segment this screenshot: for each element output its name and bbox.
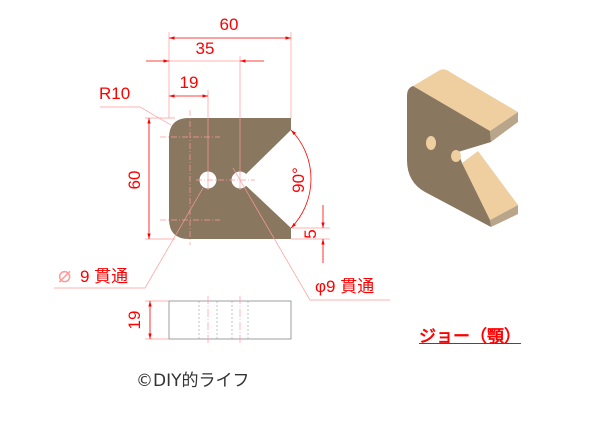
hole2-leader bbox=[232, 167, 390, 301]
r10-leader bbox=[100, 106, 172, 126]
dim-height-label: 60 bbox=[125, 171, 144, 190]
diameter-symbol: ⌀ bbox=[58, 263, 71, 288]
hole1-note: 9 貫通 bbox=[80, 267, 128, 286]
copyright-credit: ©DIY的ライフ bbox=[136, 371, 250, 391]
dim-60-label: 60 bbox=[220, 15, 239, 34]
center-lines bbox=[160, 110, 255, 245]
hole1-leader bbox=[54, 187, 204, 289]
dim-arc-90 bbox=[290, 129, 312, 229]
dim-35-label: 35 bbox=[196, 39, 215, 58]
side-view bbox=[168, 300, 292, 340]
front-view-plate bbox=[169, 118, 291, 239]
dim-thickness-label: 19 bbox=[125, 311, 144, 330]
r10-label: R10 bbox=[99, 84, 130, 103]
dim-angle-label: 90° bbox=[289, 167, 308, 193]
part-title: ジョー（顎） bbox=[419, 327, 521, 347]
dim-19-label: 19 bbox=[180, 73, 199, 92]
dim-5-label: 5 bbox=[301, 229, 320, 238]
hole2-note: φ9 貫通 bbox=[315, 277, 374, 296]
isometric-view bbox=[407, 69, 518, 227]
